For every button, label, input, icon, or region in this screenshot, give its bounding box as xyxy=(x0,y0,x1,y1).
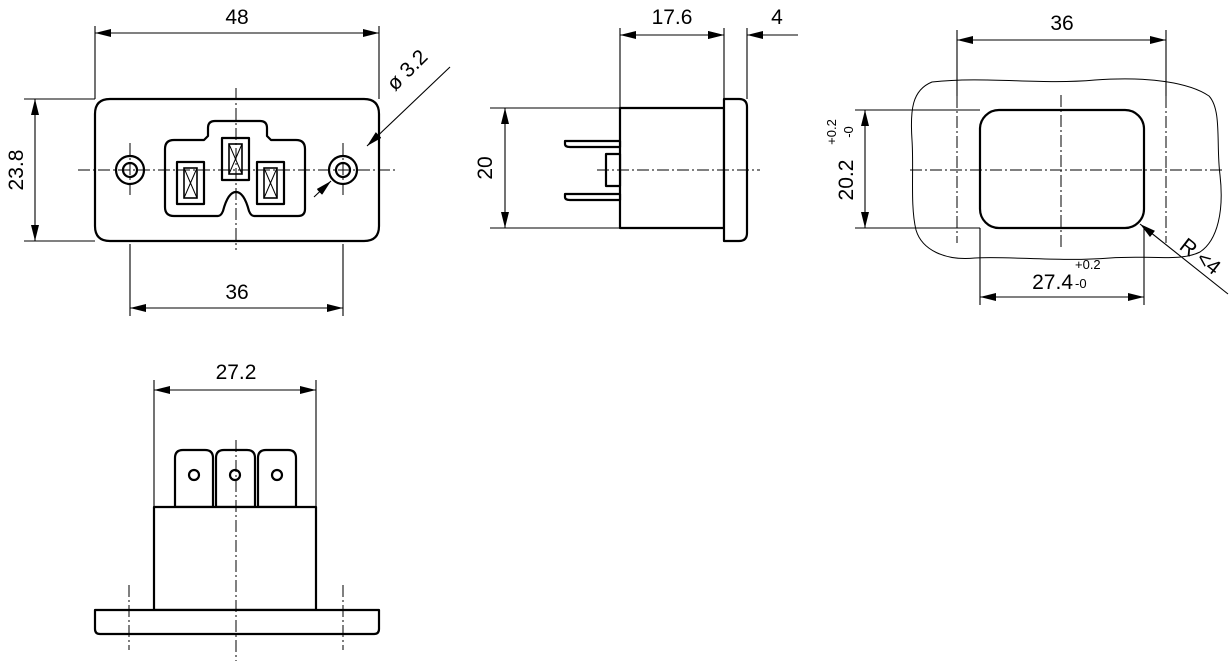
bottom-width-label: 27.2 xyxy=(216,361,257,384)
side-terminal-top xyxy=(563,139,622,149)
side-terminal-bottom xyxy=(563,192,622,202)
side-view: 17.6 4 20 xyxy=(474,6,798,243)
cutout-width-tol-lower: -0 xyxy=(1075,276,1087,291)
cutout-width-tol-upper: +0.2 xyxy=(1075,257,1101,272)
bottom-terminal-left xyxy=(173,448,215,509)
bottom-view: 27.2 xyxy=(93,361,381,661)
bottom-terminal-right xyxy=(256,448,298,509)
cutout-height-label: 20.2 xyxy=(835,160,858,201)
bottom-flange xyxy=(93,608,381,636)
cutout-height-tol-upper: +0.2 xyxy=(824,119,839,145)
hole-diameter-label: ø 3.2 xyxy=(382,45,432,95)
cutout-width-label: 27.4 xyxy=(1032,271,1073,294)
front-hole-pitch-label: 36 xyxy=(225,281,248,304)
side-height-label: 20 xyxy=(474,156,497,179)
side-depth-label: 17.6 xyxy=(652,6,693,29)
bottom-body xyxy=(152,505,318,612)
front-view: 48 23.8 36 ø 3.2 xyxy=(5,6,451,316)
front-height-label: 23.8 xyxy=(5,150,28,191)
bottom-terminal-center xyxy=(214,448,257,509)
front-terminal-right xyxy=(255,160,286,206)
cutout-hole-pitch-label: 36 xyxy=(1050,12,1073,35)
front-terminal-left xyxy=(175,160,206,206)
side-flange-thickness-label: 4 xyxy=(771,6,783,29)
panel-cutout-view: 36 20.2 +0.2 -0 27.4 +0.2 -0 R <4 xyxy=(824,12,1229,305)
side-body xyxy=(618,106,726,230)
cutout-height-tol-lower: -0 xyxy=(841,126,856,138)
cutout-opening xyxy=(978,108,1146,230)
front-width-label: 48 xyxy=(225,6,248,29)
side-flange xyxy=(722,97,749,243)
